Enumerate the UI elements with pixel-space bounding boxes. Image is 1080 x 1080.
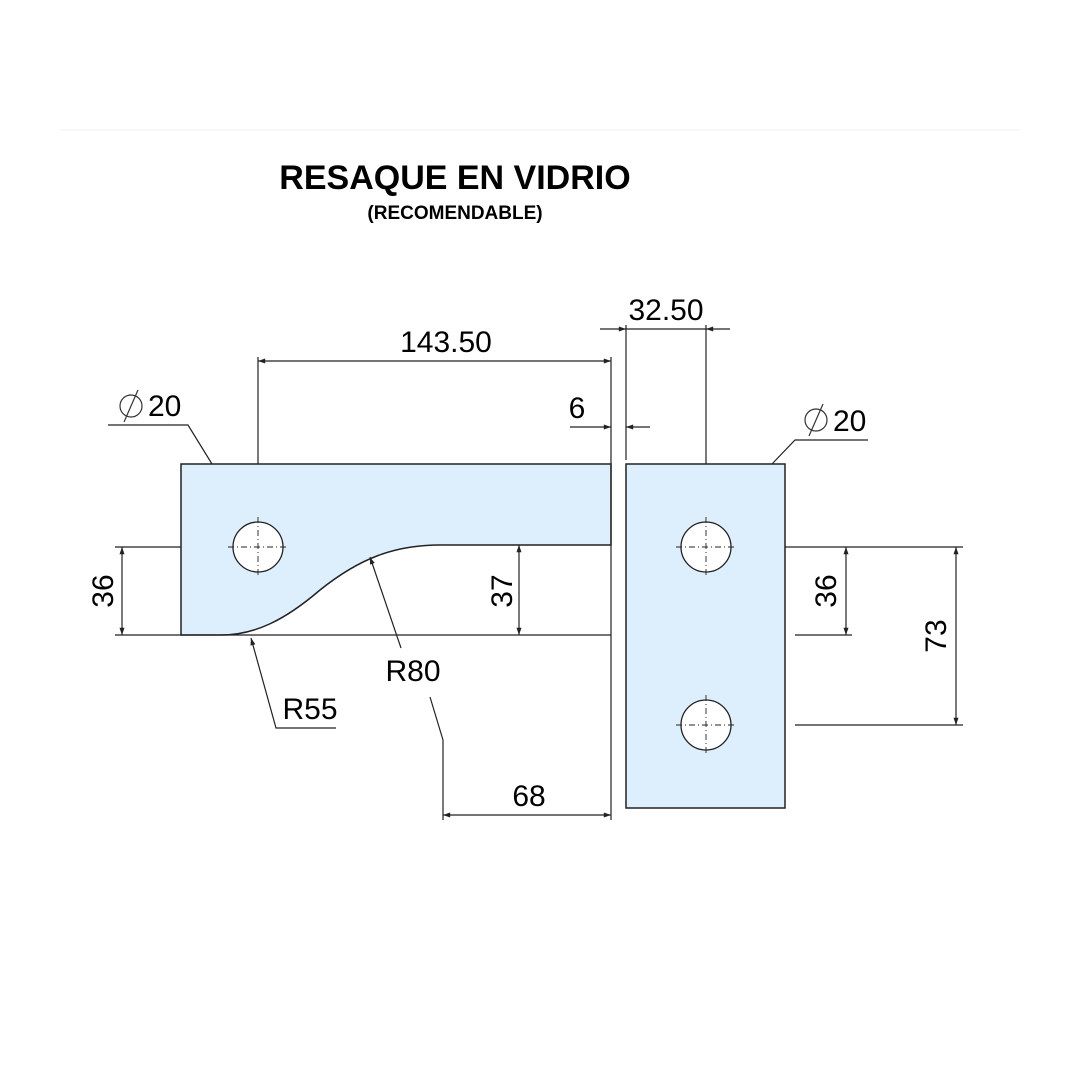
leader-radius-large	[369, 556, 402, 649]
drawing-title: RESAQUE EN VIDRIO	[279, 159, 630, 197]
hole-right-bottom	[676, 695, 736, 755]
drawing-subtitle: (RECOMENDABLE)	[367, 203, 542, 224]
dim-hole-spacing: 73	[920, 619, 953, 652]
dim-hinge-width: 32.50	[628, 294, 703, 327]
leader-radius-small	[250, 637, 336, 729]
extension-lines	[115, 325, 963, 820]
dim-hole-height-right: 36	[810, 574, 843, 607]
dim-hole-height-left: 36	[87, 574, 120, 607]
dim-radius-large: R80	[385, 655, 440, 688]
dim-gap: 6	[569, 392, 586, 425]
diameter-left-annotation: 20	[108, 389, 213, 465]
left-glass-panel	[180, 463, 612, 636]
diameter-right-annotation: 20	[771, 403, 868, 465]
right-glass-panel	[625, 463, 786, 809]
dim-notch-length: 68	[512, 780, 545, 813]
leader-radius-large-tail	[429, 696, 444, 741]
dim-hole-diameter-right: 20	[833, 405, 866, 438]
diameter-icon	[119, 394, 143, 418]
dim-hole-diameter-left: 20	[148, 390, 181, 423]
diameter-icon	[804, 408, 828, 432]
dim-notch-height: 37	[486, 574, 519, 607]
dim-radius-small: R55	[282, 693, 337, 726]
hole-right-top	[676, 517, 736, 577]
hole-left	[228, 517, 288, 577]
dim-width-main: 143.50	[400, 326, 492, 359]
